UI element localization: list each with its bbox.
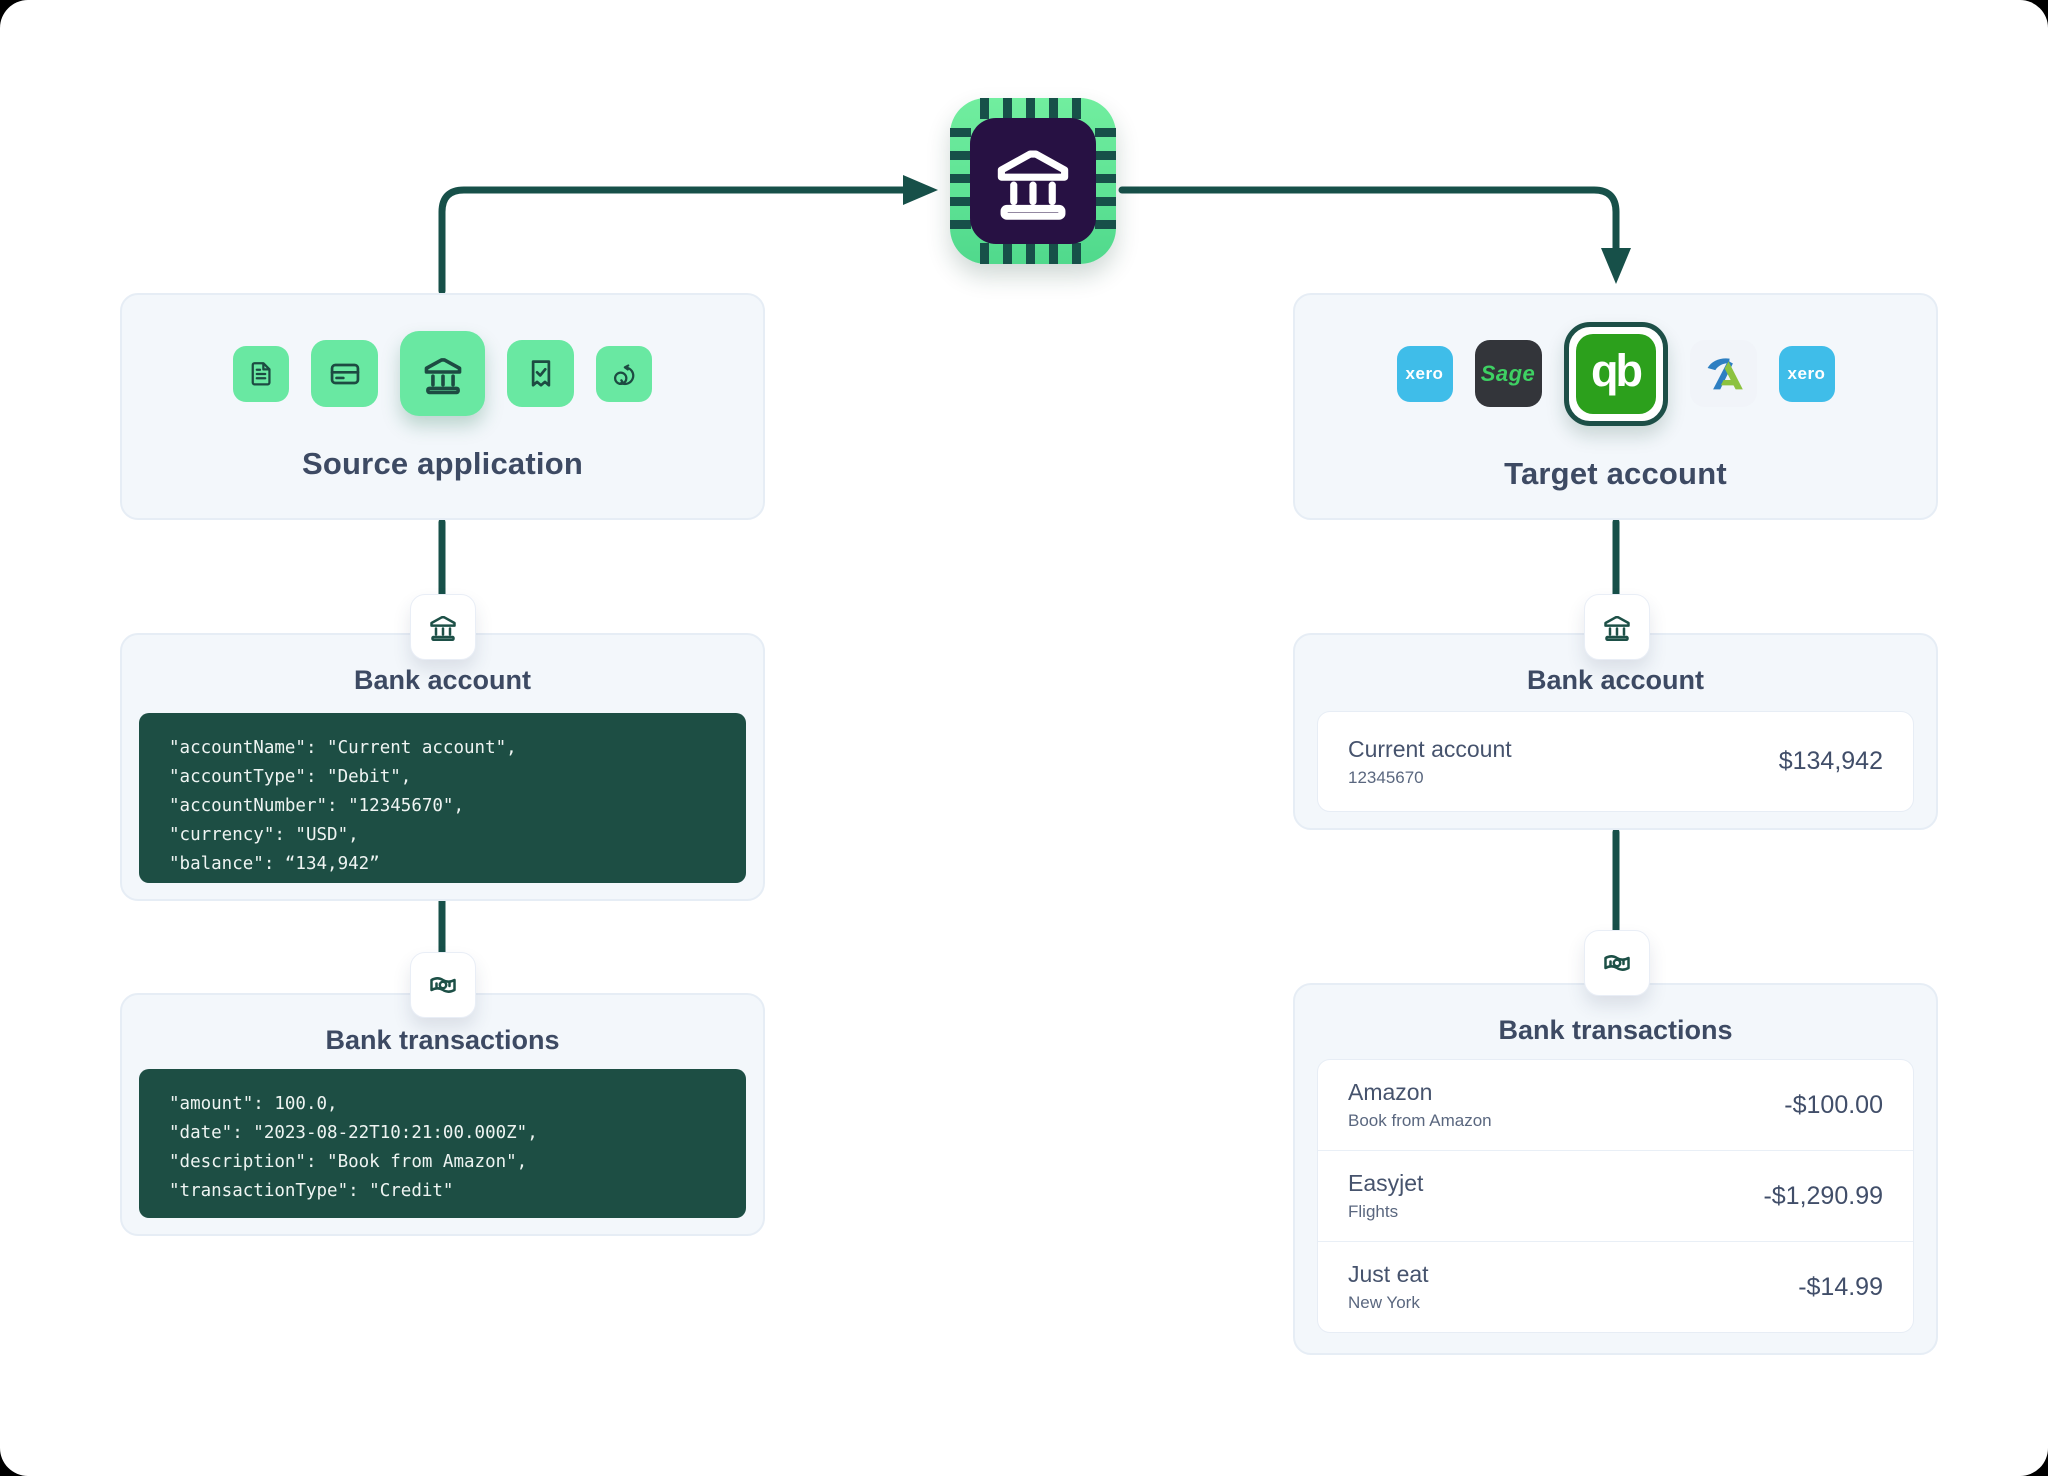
- bank-icon: [1604, 615, 1630, 642]
- bank-card-icon: [311, 340, 378, 407]
- transaction-info: Just eat New York: [1348, 1261, 1429, 1313]
- transactions-code-block: "amount": 100.0, "date": "2023-08-22T10:…: [139, 1069, 746, 1218]
- code-line: "accountName": "Current account",: [169, 738, 517, 758]
- receipt-check-icon: [507, 340, 574, 407]
- bank-account-json-card: Bank account "accountName": "Current acc…: [120, 633, 765, 901]
- quickbooks-logo-label: qb: [1591, 345, 1643, 396]
- code-line: "transactionType": "Credit": [169, 1181, 454, 1201]
- code-line: "amount": 100.0,: [169, 1094, 338, 1114]
- transactions-list: Amazon Book from Amazon -$100.00 Easyjet…: [1317, 1059, 1914, 1333]
- xero-logo-label: xero: [1787, 363, 1826, 383]
- banknote-badge: [410, 952, 476, 1018]
- source-app-icons: [233, 331, 652, 416]
- target-account-box: xero Sage qb xero Targ: [1293, 293, 1938, 520]
- transaction-description: Book from Amazon: [1348, 1111, 1492, 1130]
- arrow-chip-to-target: [1118, 186, 1620, 252]
- target-box-title: Target account: [1504, 455, 1727, 491]
- transaction-row: Amazon Book from Amazon -$100.00: [1318, 1060, 1913, 1151]
- target-logos: xero Sage qb xero: [1396, 321, 1835, 426]
- source-application-box: Source application: [120, 293, 765, 520]
- bank-chip-icon: [950, 98, 1116, 264]
- arrow-source-to-chip: [438, 186, 907, 295]
- code-line: "date": "2023-08-22T10:21:00.000Z",: [169, 1123, 538, 1143]
- freeagent-icon: [1707, 357, 1743, 389]
- bank-icon: [400, 331, 485, 416]
- chip-pins-top: [980, 98, 1086, 119]
- chip-pins-bottom: [980, 243, 1086, 264]
- account-row: Current account 12345670 $134,942: [1317, 711, 1914, 812]
- transaction-info: Easyjet Flights: [1348, 1170, 1423, 1222]
- transaction-info: Amazon Book from Amazon: [1348, 1079, 1492, 1131]
- xero-logo: xero: [1778, 345, 1835, 402]
- card-title: Bank transactions: [1498, 1015, 1733, 1045]
- bank-badge: [410, 594, 476, 660]
- account-number: 12345670: [1348, 767, 1424, 787]
- chip-core: [970, 118, 1096, 244]
- transaction-amount: -$100.00: [1784, 1090, 1883, 1119]
- arrowhead-right-icon: [903, 175, 938, 205]
- xero-logo-label: xero: [1405, 363, 1444, 383]
- code-line: "description": "Book from Amazon",: [169, 1152, 528, 1172]
- transaction-amount: -$1,290.99: [1763, 1181, 1883, 1210]
- code-line: "balance": “134,942”: [169, 854, 380, 874]
- transaction-description: New York: [1348, 1293, 1420, 1312]
- transaction-row: Easyjet Flights -$1,290.99: [1318, 1151, 1913, 1242]
- account-info: Current account 12345670: [1348, 736, 1512, 788]
- transaction-row: Just eat New York -$14.99: [1318, 1242, 1913, 1332]
- transaction-name: Just eat: [1348, 1261, 1429, 1287]
- account-balance: $134,942: [1778, 747, 1883, 775]
- chip-pins-left: [950, 128, 971, 234]
- card-title: Bank account: [353, 665, 532, 695]
- code-line: "accountType": "Debit",: [169, 767, 412, 787]
- freeagent-logo: [1689, 340, 1757, 407]
- code-line: "currency": "USD",: [169, 825, 359, 845]
- transaction-name: Amazon: [1348, 1079, 1433, 1105]
- sage-logo: Sage: [1474, 340, 1542, 407]
- card-title: Bank transactions: [325, 1025, 560, 1055]
- xero-logo: xero: [1396, 345, 1453, 402]
- transaction-name: Easyjet: [1348, 1170, 1424, 1196]
- quickbooks-logo: qb: [1575, 333, 1656, 414]
- invoice-document-icon: [233, 345, 289, 402]
- sync-icon: [596, 345, 652, 402]
- account-name: Current account: [1348, 735, 1512, 762]
- bank-icon: [997, 150, 1069, 220]
- quickbooks-logo-selected: qb: [1563, 321, 1668, 426]
- transaction-amount: -$14.99: [1798, 1272, 1883, 1301]
- banknote-icon: [1604, 955, 1630, 971]
- banknote-badge: [1584, 930, 1650, 996]
- account-code-block: "accountName": "Current account", "accou…: [139, 713, 746, 883]
- source-box-title: Source application: [302, 446, 583, 481]
- code-line: "accountNumber": "12345670",: [169, 796, 465, 816]
- bank-account-card: Bank account Current account 12345670 $1…: [1293, 633, 1938, 830]
- sage-logo-label: Sage: [1480, 360, 1536, 386]
- card-title: Bank account: [1526, 665, 1705, 695]
- bank-transactions-json-card: Bank transactions "amount": 100.0, "date…: [120, 993, 765, 1236]
- arrowhead-down-icon: [1601, 248, 1631, 284]
- bank-badge: [1584, 594, 1650, 660]
- bank-icon: [430, 615, 456, 642]
- banknote-icon: [430, 977, 456, 993]
- chip-pins-right: [1095, 128, 1116, 234]
- transaction-description: Flights: [1348, 1202, 1399, 1221]
- bank-transactions-card: Bank transactions Amazon Book from Amazo…: [1293, 983, 1938, 1355]
